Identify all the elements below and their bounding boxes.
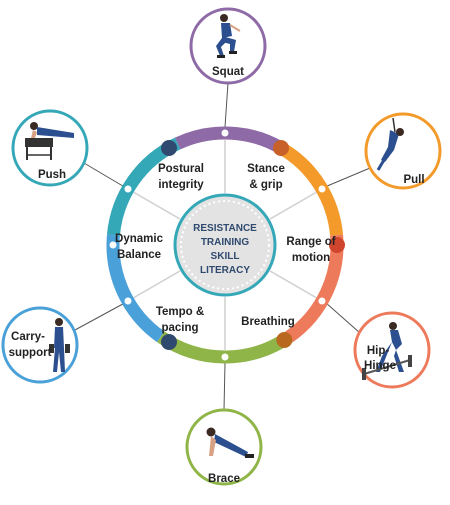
center-line-3: SKILL (211, 251, 240, 262)
ring-marker-2 (315, 294, 329, 308)
label-dynamic-balance-line1: Dynamic (115, 233, 164, 245)
label-range-motion-line1: Range of (286, 236, 335, 248)
ring-dot-3 (276, 331, 293, 348)
ring-marker-1 (315, 182, 329, 196)
label-breathing: Breathing (241, 316, 295, 328)
ring-dot-0 (161, 140, 177, 157)
label-stance-grip-line1: Stance (247, 163, 285, 175)
carry-support-label-line1: Carry- (11, 331, 45, 343)
exercise-pull: Pull (364, 112, 442, 190)
connector-line-4 (74, 303, 124, 331)
farmer-carry-athlete-figure (49, 318, 70, 372)
connector-line-5 (83, 162, 124, 187)
connector-line-2 (326, 303, 361, 334)
center-line-2: TRAINING (201, 237, 250, 248)
box-pushup-athlete-figure (25, 122, 74, 160)
hip-hinge-circle (353, 311, 431, 389)
pull-label: Pull (403, 174, 424, 186)
exercise-squat: Squat (189, 7, 267, 85)
hip-hinge-label-line2: Hinge (364, 360, 396, 372)
center-hub: RESISTANCE TRAINING SKILL LITERACY (173, 193, 277, 297)
hip-hinge-label-line1: Hip- (367, 345, 390, 357)
exercise-hip-hinge: Hip- Hinge (353, 311, 431, 389)
ring-dot-1 (273, 140, 289, 157)
connector-line-1 (326, 167, 371, 187)
inner-spokes (133, 140, 317, 350)
spoke-line-1 (269, 191, 317, 220)
ring-marker-0 (218, 126, 232, 140)
deadlift-athlete-figure (362, 322, 412, 380)
exercise-carry-support: Carry- support (1, 306, 79, 384)
ring-dot-2 (329, 237, 345, 253)
label-tempo-pacing-line2: pacing (161, 322, 198, 334)
inner-labels: Stance & grip Range of motion Breathing … (115, 163, 336, 334)
spoke-line-4 (133, 270, 181, 299)
center-line-1: RESISTANCE (193, 223, 257, 234)
brace-label: Brace (208, 473, 240, 485)
spoke-line-5 (133, 191, 181, 220)
exercise-push: Push (11, 109, 89, 187)
label-dynamic-balance-line2: Balance (117, 249, 161, 261)
ring-segment-orange (277, 142, 344, 236)
spoke-line-2 (269, 270, 317, 299)
connector-line-3 (223, 362, 226, 411)
ring-dots (106, 126, 345, 364)
label-postural-integrity-line1: Postural (158, 163, 204, 175)
carry-support-circle (1, 306, 79, 384)
squatting-athlete-figure (216, 14, 241, 58)
pull-circle (364, 112, 442, 190)
squat-label: Squat (212, 66, 244, 78)
center-dotted-ring (180, 200, 270, 290)
push-label: Push (38, 169, 66, 181)
center-circle (173, 193, 277, 297)
ring-marker-4 (121, 294, 135, 308)
squat-circle (189, 7, 267, 85)
carry-support-label-line2: support (9, 347, 52, 359)
brace-circle (185, 408, 263, 486)
plank-athlete-figure (206, 427, 254, 458)
center-line-4: LITERACY (200, 265, 250, 276)
ring-dot-4 (161, 333, 177, 350)
label-stance-grip-line2: & grip (249, 179, 282, 191)
ring-marker-3 (218, 350, 232, 364)
label-postural-integrity-line2: integrity (158, 179, 204, 191)
label-range-motion-line2: motion (292, 252, 330, 264)
exercise-brace: Brace (185, 408, 263, 486)
ring-dot-5 (106, 238, 120, 252)
label-tempo-pacing-line1: Tempo & (156, 306, 204, 318)
connector-line-0 (224, 82, 229, 128)
suspension-row-athlete-figure (376, 117, 404, 171)
ring-marker-5 (121, 182, 135, 196)
connector-lines (74, 82, 371, 411)
